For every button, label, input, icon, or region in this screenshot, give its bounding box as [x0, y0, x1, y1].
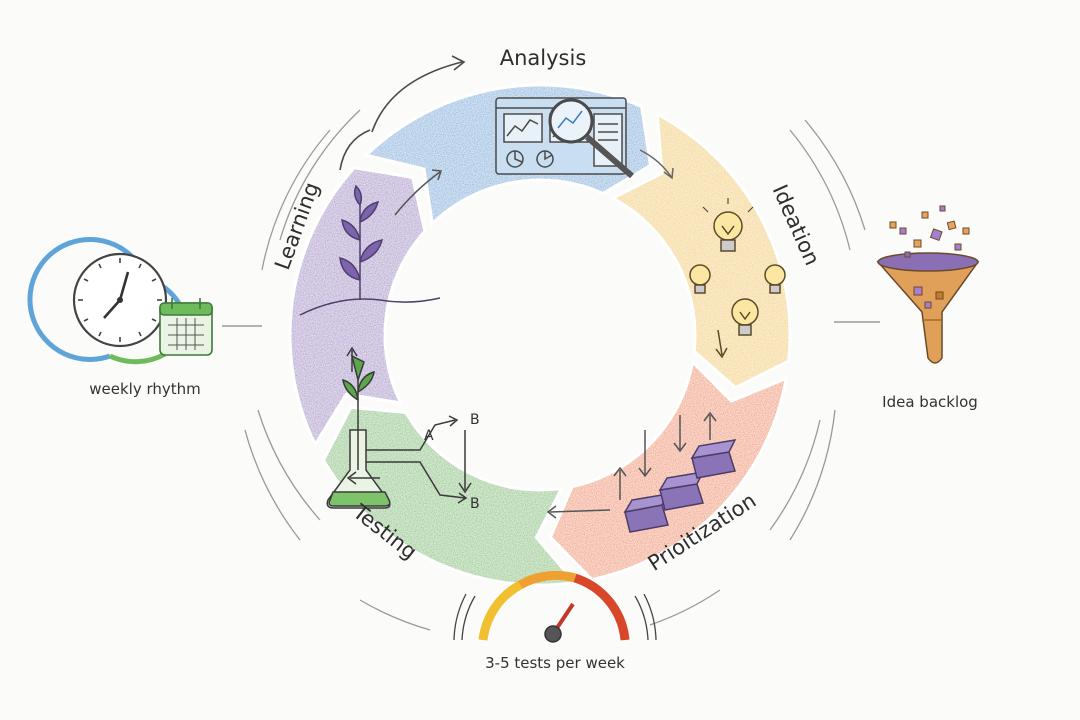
priority-blocks-icon — [546, 411, 737, 533]
weekly-rhythm-label: weekly rhythm — [89, 380, 201, 398]
lightbulb-icon — [689, 264, 711, 294]
lightbulb-icon — [702, 198, 754, 252]
ring-segment-prioritization — [548, 358, 789, 582]
ab-test-flask-icon — [326, 346, 472, 509]
lightbulb-icons — [689, 198, 786, 359]
sprout-icon — [299, 169, 443, 316]
variant-a-label: A — [424, 428, 434, 444]
tests-per-week-label: 3-5 tests per week — [485, 654, 625, 672]
variant-b-label: B — [470, 412, 480, 428]
stage-label-analysis: Analysis — [499, 46, 587, 70]
lightbulb-icon — [731, 298, 759, 336]
variant-b-label: B — [470, 496, 480, 512]
analytics-dashboard-icon — [495, 97, 674, 180]
clock-icon — [27, 236, 183, 365]
lightbulb-icon — [764, 264, 786, 294]
ring-segment-learning — [288, 166, 427, 448]
cycle-return-arrow — [339, 55, 466, 171]
speedometer-icon — [453, 570, 657, 643]
calendar-icon — [159, 298, 213, 356]
idea-backlog-label: Idea backlog — [882, 393, 978, 411]
funnel-icon — [876, 205, 980, 364]
